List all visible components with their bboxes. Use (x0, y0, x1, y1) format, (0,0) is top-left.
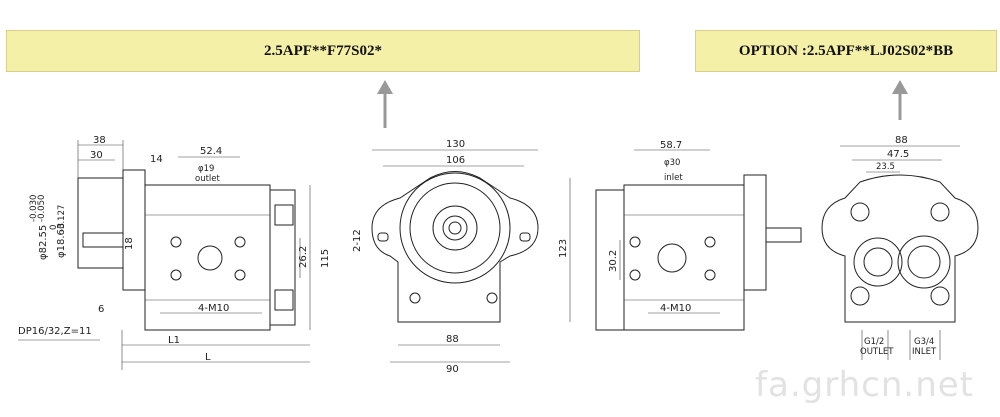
option-banner: OPTION :2.5APF**LJ02S02*BB (695, 30, 997, 72)
front-view: 130 106 2-12 123 88 90 (352, 139, 571, 375)
dim-23-5: 23.5 (876, 162, 895, 172)
port-g-in: G3/4 (914, 337, 934, 347)
port-outlet: OUTLET (860, 347, 894, 357)
model-code: 2.5APF**F77S02* (264, 42, 382, 59)
model-banner: 2.5APF**F77S02* (6, 30, 640, 72)
port-g-out: G1/2 (864, 337, 884, 347)
outlet-label: outlet (195, 174, 221, 184)
watermark: fa.grhcn.net (755, 365, 974, 405)
dim-38: 38 (93, 135, 106, 146)
dim-88: 88 (446, 334, 459, 345)
dim-90: 90 (446, 364, 459, 375)
dim-30-2: 30.2 (608, 250, 619, 272)
shaft-tol-top: -0.030 (29, 195, 39, 222)
inlet-label: inlet (664, 173, 683, 183)
key-tol-top: 0 (49, 225, 59, 230)
port-inlet: INLET (912, 347, 937, 357)
dim-14: 14 (150, 154, 163, 165)
dim-47-5: 47.5 (887, 149, 909, 160)
dim-L1: L1 (168, 335, 180, 346)
dim-phi19: φ19 (198, 164, 214, 174)
dim-phi30: φ30 (664, 158, 680, 168)
dim-30: 30 (90, 150, 103, 161)
side-view: 38 30 14 52.4 φ19 outlet φ82.55 -0.030 -… (18, 135, 331, 370)
option-view: 88 47.5 23.5 G1/2 OUTLET G3/4 INLET (821, 135, 979, 360)
rear-view: 58.7 φ30 inlet 30.2 4-M10 (595, 140, 802, 331)
shaft-tol-bot: -0.050 (37, 195, 47, 222)
rear-bolts: 4-M10 (660, 303, 691, 314)
dim-106: 106 (446, 155, 465, 166)
option-code: OPTION :2.5APF**LJ02S02*BB (738, 42, 954, 59)
dim-88-option: 88 (895, 135, 908, 146)
key-tol-bot: -0.127 (57, 205, 67, 232)
dim-2-12: 2-12 (352, 229, 363, 252)
dim-115: 115 (320, 249, 331, 268)
dim-123: 123 (558, 239, 569, 258)
dim-130: 130 (446, 139, 465, 150)
up-arrow-icon (377, 80, 393, 128)
up-arrow-icon (892, 80, 908, 120)
dim-52-4: 52.4 (200, 146, 222, 157)
dim-26-2: 26.2 (298, 246, 309, 268)
dim-key-dia: φ18.63 (56, 223, 67, 258)
spline-spec: DP16/32,Z=11 (18, 326, 92, 337)
side-bolts: 4-M10 (198, 303, 229, 314)
dim-18: 18 (124, 237, 135, 250)
dim-L: L (205, 352, 211, 363)
dim-shaft-dia: φ82.55 (38, 225, 49, 260)
dim-6: 6 (98, 304, 104, 315)
dim-58-7: 58.7 (660, 140, 682, 151)
